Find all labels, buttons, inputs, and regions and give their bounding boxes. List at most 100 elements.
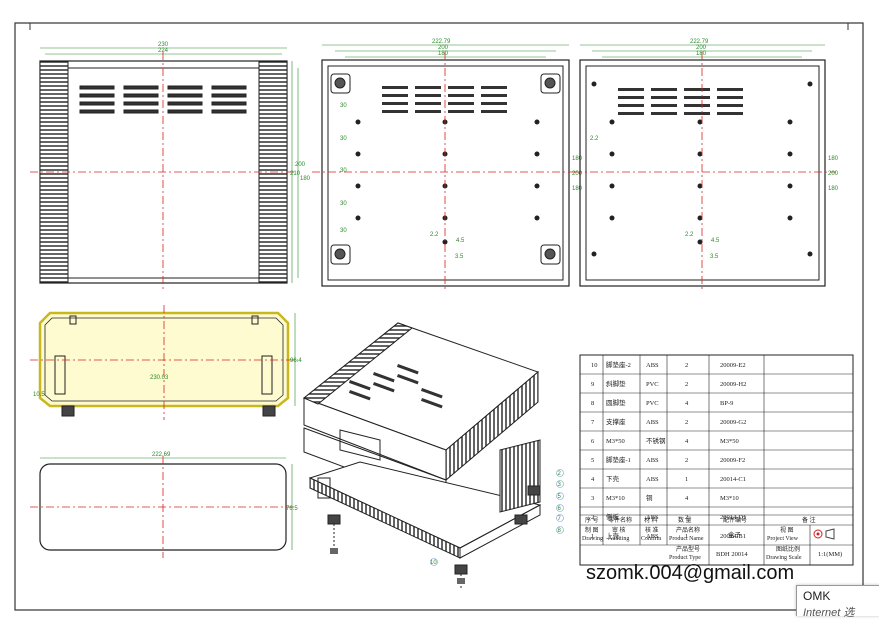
bom-cell-no: 7: [591, 419, 595, 426]
top-dim-left-2: 30: [340, 136, 347, 142]
front-dim-inner: 224: [158, 48, 169, 54]
top-view: 222.79 200 180 30 30 30 30 30 180 200 18…: [312, 39, 583, 292]
bottom-view: 222.79 200 180 2.2 180 200 180 2.2 4.5 3…: [574, 39, 839, 292]
bom-cell-part: M3*50: [606, 438, 625, 445]
bom-cell-code: M3*10: [720, 495, 739, 502]
bom-cell-qty: 1: [685, 533, 688, 540]
bom-cell-qty: 4: [685, 495, 689, 502]
bom-cell-qty: 2: [685, 419, 688, 426]
front-dim-height-outer: 210: [290, 171, 301, 177]
top-dim-right-1: 180: [572, 156, 583, 162]
side-dim-width: 230.03: [150, 375, 169, 381]
bom-cell-no: 9: [591, 381, 594, 388]
title-draw-en: Drawing: [582, 536, 603, 542]
bom-cell-code: 20014-C1: [720, 476, 746, 483]
bom-header-qty: 数 量: [678, 516, 692, 524]
bottom-dim-outer: 222.79: [690, 39, 709, 45]
bom-cell-part: 上壳: [606, 531, 620, 540]
overlay-popup[interactable]: OMK Internet 选: [796, 585, 879, 619]
bom-cell-material: PVC: [646, 381, 659, 388]
front-view: 230 224 210 200 180: [30, 42, 311, 290]
callout-label-7: 7: [558, 516, 562, 522]
bom-cell-material: ABS: [646, 362, 659, 369]
top-dim-inner: 180: [438, 51, 449, 57]
top-vent-slots: [382, 86, 507, 113]
top-dim-hole-3: 3.5: [455, 254, 464, 260]
top-dim-mid: 200: [438, 45, 449, 51]
title-ptype-cn: 产品型号: [676, 545, 700, 553]
top-dim-hole-1: 2.2: [430, 232, 439, 238]
callout-label-5: 5: [558, 494, 562, 500]
top-dim-left-4: 30: [340, 201, 347, 207]
bom-header-no: 序 号: [585, 516, 599, 524]
isometric-exploded-view: 2 3 5 6 7 8 10: [302, 322, 564, 590]
title-audit-cn: 审 核: [612, 526, 626, 534]
bom-cell-no: 5: [591, 457, 594, 464]
bom-cell-code: BP-9: [720, 400, 733, 407]
front-vent-slots: [79, 85, 247, 114]
bom-cell-material: ABS: [646, 457, 659, 464]
bom-cell-qty: 2: [685, 514, 688, 521]
bottom-plan-dim-height: 76.5: [286, 506, 298, 512]
callout-label-8: 8: [558, 528, 562, 534]
title-ptype-value: BDH 20014: [716, 551, 748, 558]
bom-cell-code: 20009-H2: [720, 381, 746, 388]
title-pname-value: 盒子: [728, 530, 742, 539]
bom-header-code: 配件编号: [723, 516, 747, 524]
title-confirm-en: Confirm: [641, 535, 662, 542]
bom-cell-code: 20014-D1: [720, 514, 746, 521]
top-dim-left-1: 30: [340, 103, 347, 109]
bom-cell-no: 3: [591, 495, 594, 502]
bottom-dim-mid: 200: [696, 45, 707, 51]
callout-label-2: 2: [558, 471, 562, 477]
bom-cell-part: M3*10: [606, 495, 625, 502]
top-mount-holes: [355, 119, 540, 245]
bom-cell-no: 8: [591, 400, 594, 407]
bom-cell-no: 2: [591, 514, 594, 521]
bottom-dim-right-1: 180: [828, 156, 839, 162]
contact-email: szomk.004@gmail.com: [586, 562, 795, 584]
bottom-dim-left-1: 2.2: [590, 136, 599, 142]
bom-cell-code: 20009-E2: [720, 362, 746, 369]
title-view-en: Project View: [767, 536, 799, 542]
bom-cell-material: 不锈钢: [646, 436, 666, 445]
bom-cell-part: 斜脚垫: [606, 379, 626, 388]
top-dim-right-2: 200: [572, 171, 583, 177]
title-scale-en: Drawing Scale: [766, 555, 802, 561]
title-scale-cn: 图纸比例: [776, 545, 800, 553]
bom-header-remark: 备 注: [802, 516, 816, 524]
bom-cell-material: PVC: [646, 400, 659, 407]
overlay-title: OMK: [803, 589, 831, 603]
callout-label-3: 3: [558, 482, 562, 488]
front-dim-height-mid: 200: [295, 162, 306, 168]
bottom-plan-dim-width: 222.69: [152, 452, 171, 458]
bottom-dim-hole-1: 2.2: [685, 232, 694, 238]
bom-cell-qty: 4: [685, 438, 689, 445]
bom-cell-material: ABS: [646, 514, 659, 521]
callout-label-10: 10: [430, 560, 437, 566]
side-dim-left: 10.5: [33, 392, 45, 398]
title-draw-cn: 制 图: [585, 526, 599, 534]
top-dim-left-5: 30: [340, 228, 347, 234]
bom-cell-material: ABS: [646, 533, 659, 540]
bom-cell-no: 6: [591, 438, 595, 445]
bom-cell-no: 4: [591, 476, 595, 483]
bom-cell-part: 支撑座: [606, 417, 626, 426]
bottom-dim-hole-2: 4.5: [711, 238, 720, 244]
bom-header-material: 材 料: [644, 516, 658, 524]
bom-cell-qty: 2: [685, 457, 688, 464]
bom-cell-no: 10: [591, 362, 598, 369]
bom-cell-qty: 2: [685, 362, 688, 369]
bottom-vent-slots: [618, 88, 743, 115]
bom-cell-material: ABS: [646, 419, 659, 426]
title-scale-value: 1:1(MM): [818, 551, 842, 558]
title-pname-cn: 产品名称: [676, 526, 700, 534]
bom-cell-no: 1: [591, 533, 594, 540]
side-view: 230.03 96.4 10.5: [30, 305, 302, 420]
exploded-callouts: [430, 469, 564, 566]
title-pname-en: Product Name: [669, 536, 704, 542]
bottom-dim-right-3: 180: [828, 186, 839, 192]
bom-cell-qty: 4: [685, 400, 689, 407]
bom-cell-material: 铜: [646, 493, 653, 502]
